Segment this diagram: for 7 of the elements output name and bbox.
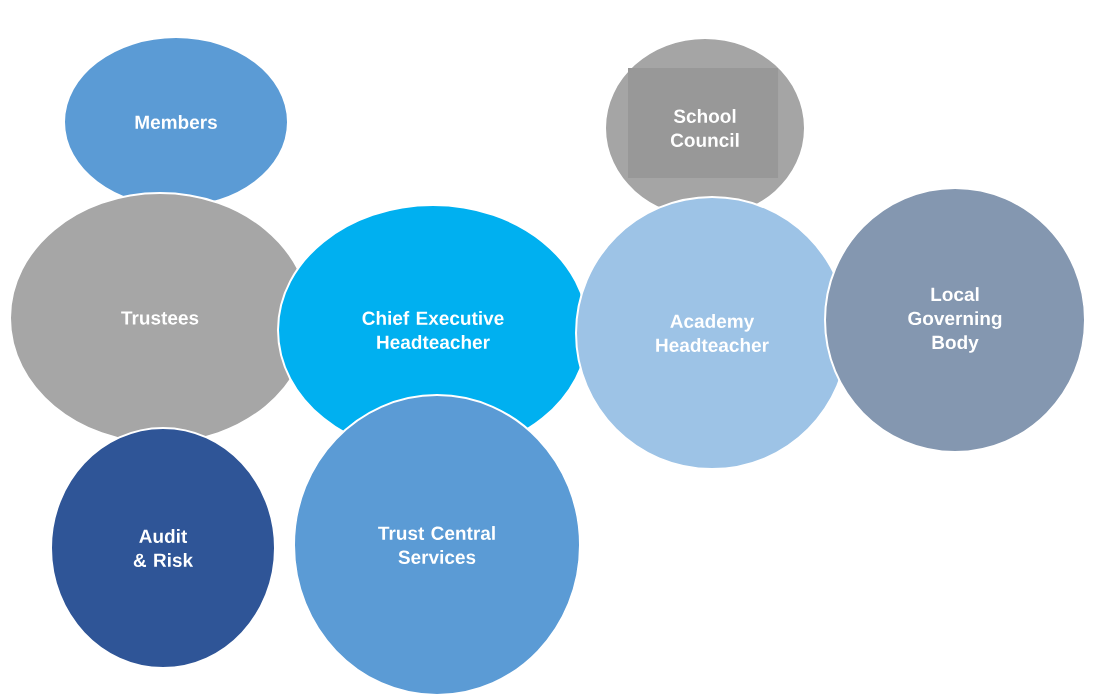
circle-node: School Council <box>604 37 806 219</box>
circle-node: Academy Headteacher <box>575 196 849 470</box>
circle-node: Audit & Risk <box>50 427 276 669</box>
circle-node: Trust Central Services <box>293 394 581 696</box>
circle-node: Local Governing Body <box>824 187 1086 453</box>
circle-node: Trustees <box>9 192 311 444</box>
circle-node: Members <box>63 36 289 208</box>
